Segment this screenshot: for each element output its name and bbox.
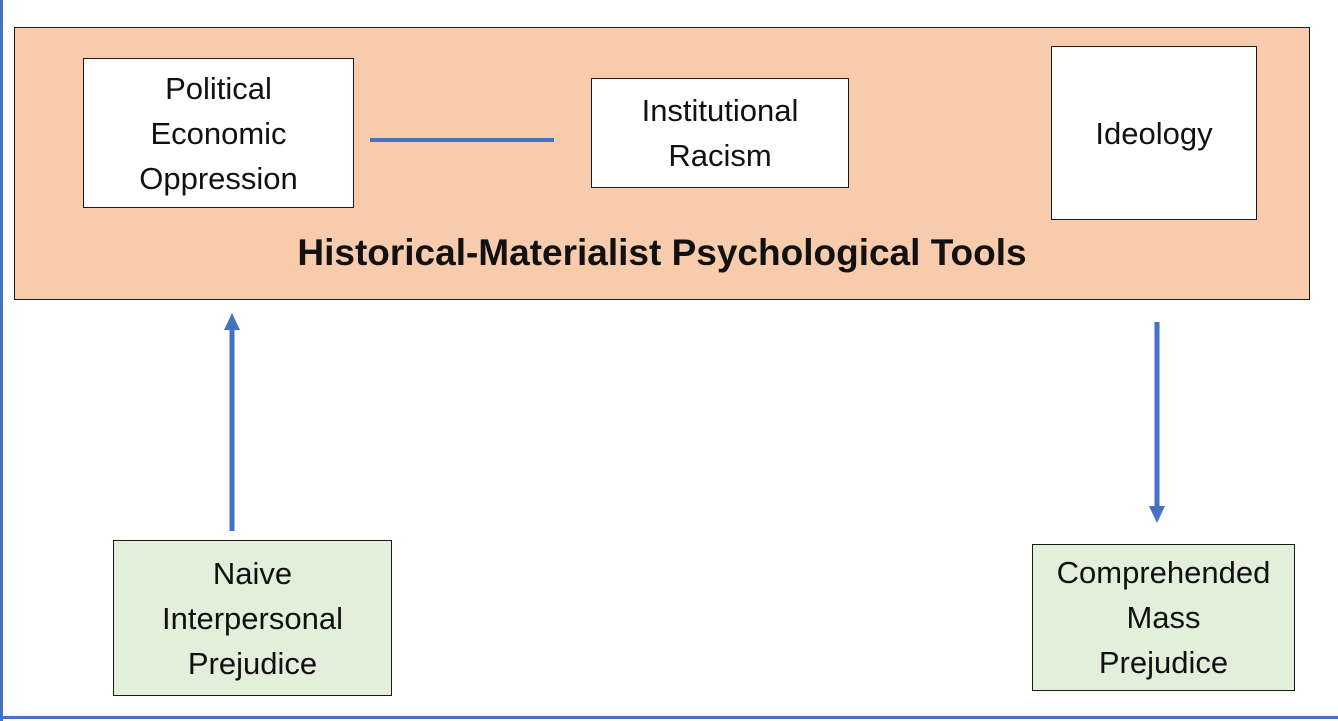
downward-arrow-head bbox=[1149, 506, 1165, 523]
comprehended-mass-prejudice-box: Comprehended Mass Prejudice bbox=[1032, 544, 1295, 691]
frame-bottom-border bbox=[0, 716, 1338, 719]
upward-arrow-head bbox=[224, 313, 240, 330]
naive-interpersonal-prejudice-box: Naive Interpersonal Prejudice bbox=[113, 540, 392, 696]
ideology-box: Ideology bbox=[1051, 46, 1257, 220]
panel-title: Historical-Materialist Psychological Too… bbox=[297, 232, 1027, 273]
political-economic-oppression-box: Political Economic Oppression bbox=[83, 58, 354, 208]
institutional-racism-box: Institutional Racism bbox=[591, 78, 849, 188]
frame-left-border bbox=[0, 0, 3, 721]
